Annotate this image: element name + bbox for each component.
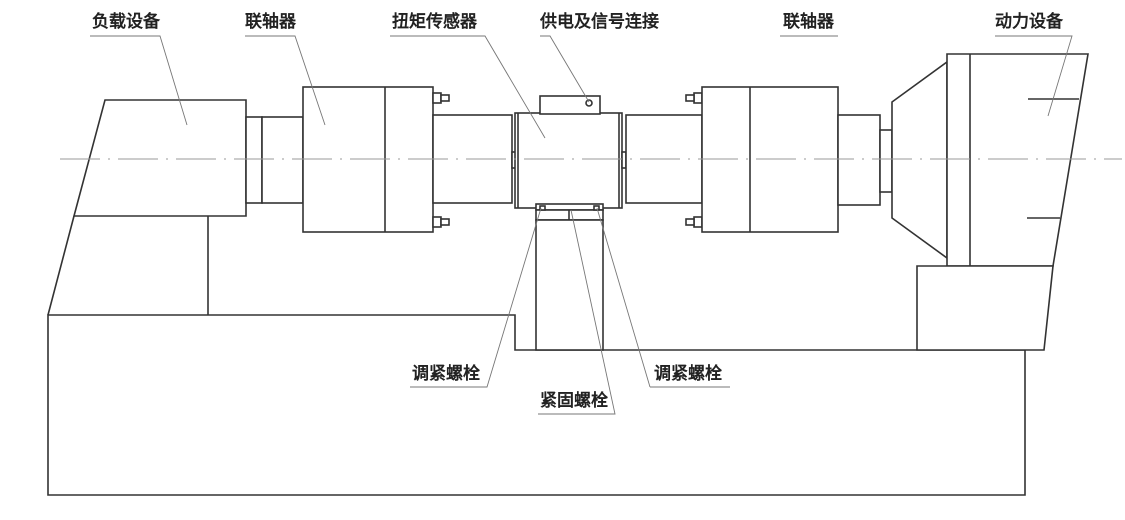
label-fix-bolt: 紧固螺栓	[540, 391, 608, 411]
leader-lines	[90, 35, 1073, 415]
label-coupling-left: 联轴器	[245, 12, 296, 32]
label-power-device: 动力设备	[995, 12, 1063, 32]
label-adjust-bolt-left: 调紧螺栓	[412, 364, 480, 384]
label-adjust-bolt-right: 调紧螺栓	[654, 364, 722, 384]
torque-sensor	[511, 95, 627, 351]
power-device	[891, 53, 1089, 351]
label-power-signal: 供电及信号连接	[540, 12, 659, 32]
label-load-device: 负载设备	[92, 12, 160, 32]
label-coupling-right: 联轴器	[783, 12, 834, 32]
load-device	[47, 99, 304, 316]
label-torque-sensor: 扭矩传感器	[392, 12, 477, 32]
